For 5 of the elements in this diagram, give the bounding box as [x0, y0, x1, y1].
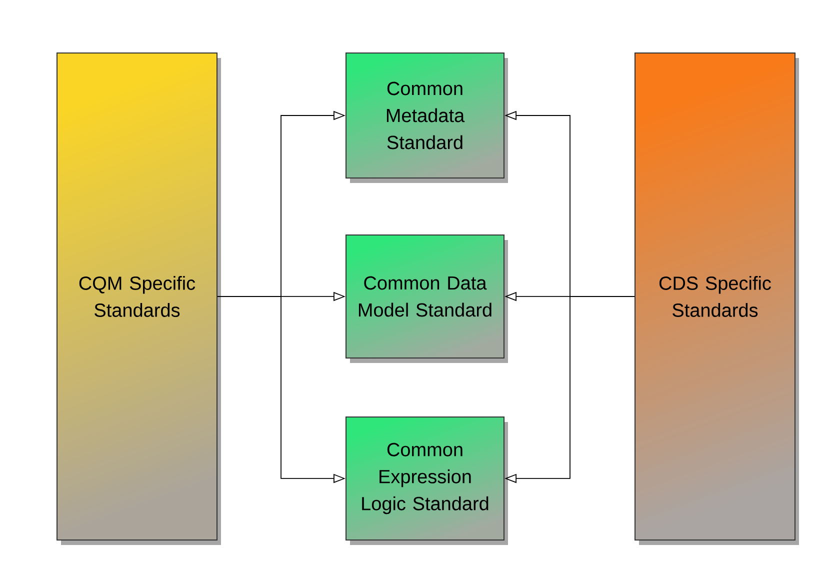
standard-box: Common Expression Logic Standard [346, 416, 508, 545]
standard-box: Common Data Model Standard [346, 234, 508, 363]
standard-box: CDS Specific Standards [634, 52, 799, 545]
standard-box: CQM Specific Standards [56, 52, 221, 545]
standard-box: Common Metadata Standard [346, 52, 508, 183]
